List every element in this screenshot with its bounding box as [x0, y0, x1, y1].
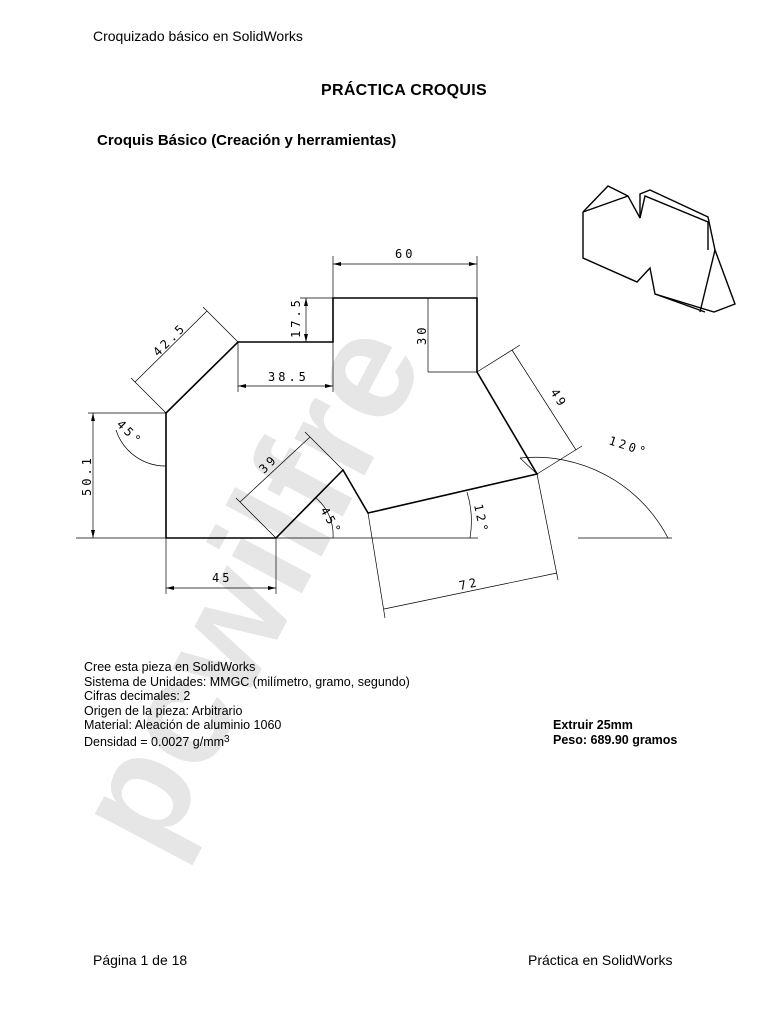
- dim-120: 120°: [607, 434, 650, 460]
- dim-39: 39: [256, 452, 280, 476]
- page-title: PRÁCTICA CROQUIS: [321, 82, 487, 99]
- dim-60: 60: [395, 247, 415, 261]
- section-subtitle: Croquis Básico (Creación y herramientas): [97, 132, 397, 149]
- spec-density: Densidad = 0.0027 g/mm3: [84, 733, 230, 749]
- extrude-value: Extruir 25mm: [553, 718, 633, 732]
- dim-45-top: 45°: [114, 417, 146, 449]
- dim-30: 30: [415, 325, 429, 345]
- dim-38-5: 38.5: [268, 370, 309, 384]
- part-profile: [165, 297, 539, 539]
- dim-42-5: 42.5: [150, 320, 189, 359]
- spec-units: Sistema de Unidades: MMGC (milímetro, gr…: [84, 674, 410, 689]
- spec-decimals: Cifras decimales: 2: [84, 689, 191, 703]
- dim-49: 49: [547, 386, 570, 411]
- dim-50-1: 50.1: [80, 455, 94, 496]
- dim-45: 45: [212, 571, 232, 585]
- weight-value: Peso: 689.90 gramos: [553, 733, 678, 747]
- part-specifications: Cree esta pieza en SolidWorks Sistema de…: [84, 660, 410, 749]
- footer-title: Práctica en SolidWorks: [528, 952, 673, 968]
- dim-12: 12°: [471, 503, 491, 536]
- spec-origin: Origen de la pieza: Arbitrario: [84, 703, 243, 718]
- dim-17-5: 17.5: [289, 297, 303, 338]
- result-box: Extruir 25mm Peso: 689.90 gramos: [553, 718, 677, 748]
- dim-45-angle: 45°: [317, 505, 344, 539]
- isometric-view: [582, 185, 736, 313]
- spec-material: Material: Aleación de aluminio 1060: [84, 718, 282, 732]
- dim-72: 72: [458, 575, 481, 593]
- page-number: Página 1 de 18: [93, 952, 188, 968]
- spec-instruction: Cree esta pieza en SolidWorks: [84, 660, 256, 674]
- page-header: Croquizado básico en SolidWorks: [93, 28, 303, 44]
